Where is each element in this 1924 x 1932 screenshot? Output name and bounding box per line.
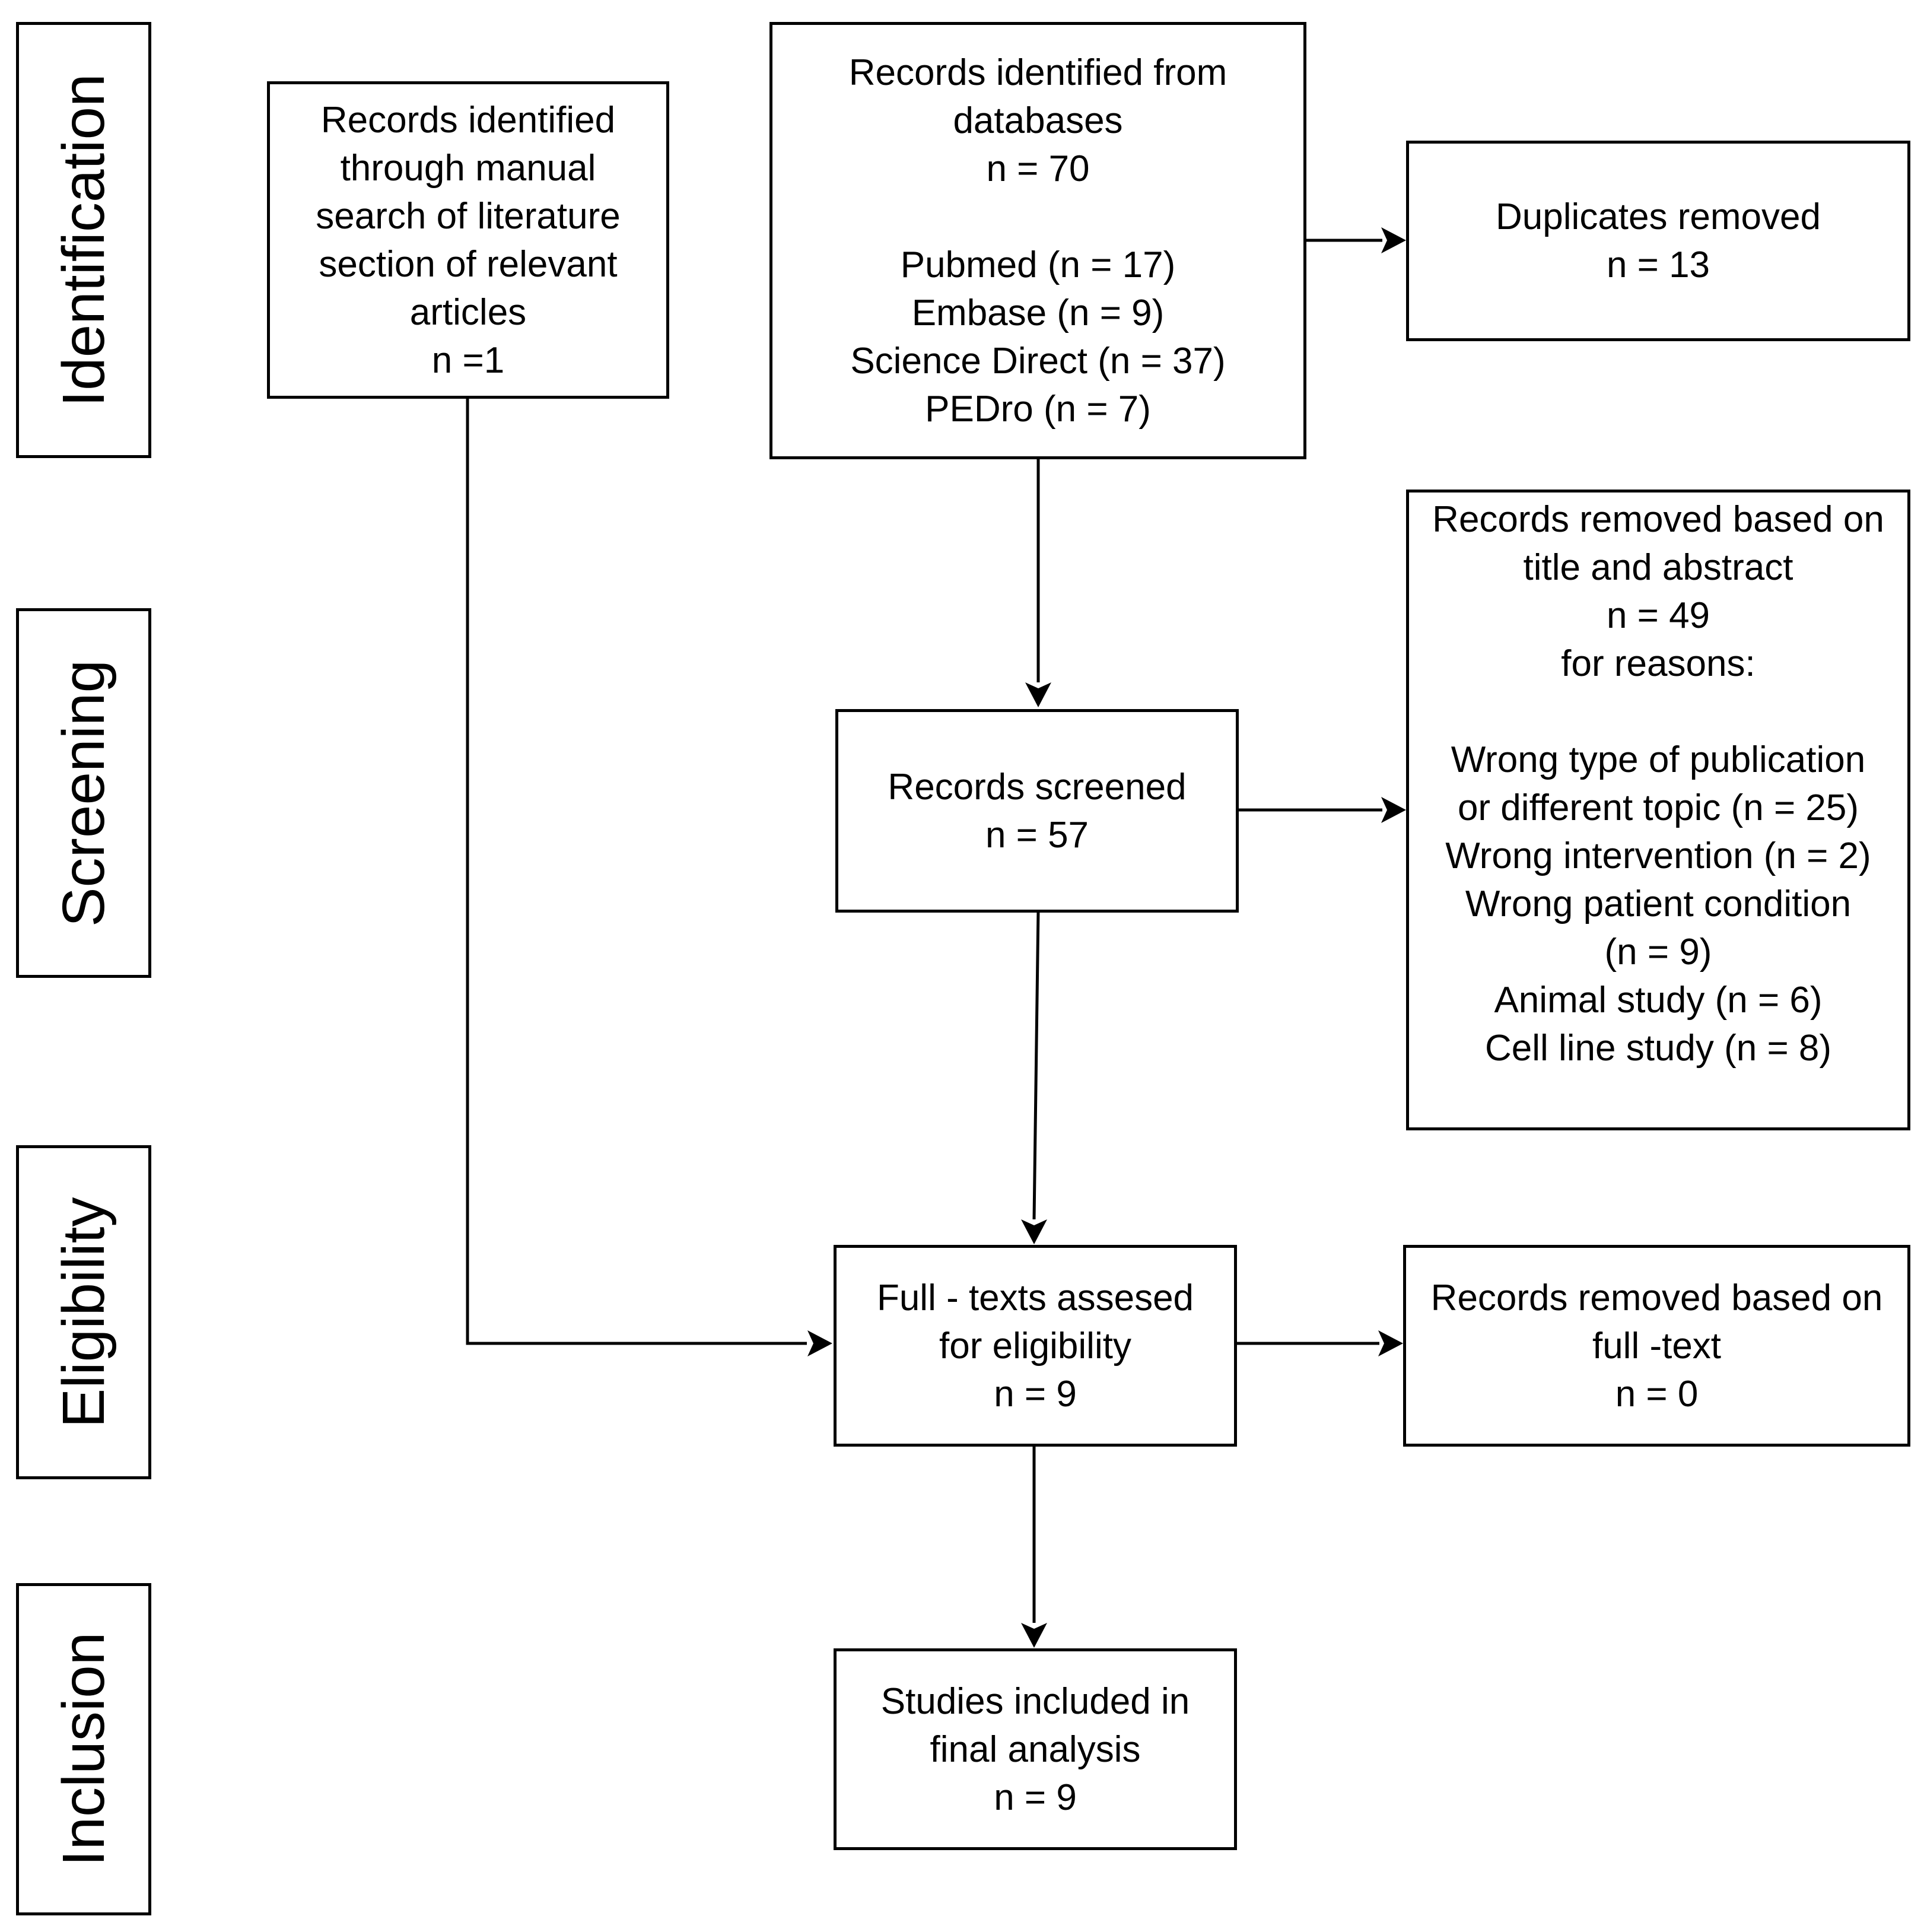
removed-title-abstract-box: Records removed based on title and abstr… — [1406, 490, 1910, 1130]
full-texts-line: Full - texts assesed — [876, 1277, 1194, 1318]
reason-line: Wrong patient condition — [1465, 884, 1852, 924]
stage-screening: Screening — [16, 608, 151, 978]
arrowhead-removed-full-text — [1378, 1330, 1403, 1356]
database-science-direct: Science Direct (n = 37) — [850, 340, 1226, 382]
databases-count: n = 70 — [986, 148, 1090, 189]
removed-title-abstract-line: title and abstract — [1523, 547, 1793, 588]
reason-line: Wrong type of publication — [1451, 739, 1866, 780]
arrowhead-removed-title-abstract — [1381, 797, 1406, 823]
reason-line: Wrong intervention (n = 2) — [1445, 835, 1871, 876]
database-pedro: PEDro (n = 7) — [925, 388, 1151, 430]
duplicates-box: Duplicates removed n = 13 — [1406, 141, 1910, 341]
databases-box: Records identified from databases n = 70… — [769, 22, 1306, 459]
included-line: Studies included in — [880, 1680, 1190, 1722]
reason-line: Animal study (n = 6) — [1494, 980, 1823, 1021]
reason-line: or different topic (n = 25) — [1457, 787, 1859, 828]
screened-box: Records screened n = 57 — [835, 709, 1239, 913]
removed-title-abstract-line: Records removed based on — [1432, 499, 1884, 540]
manual-search-line: articles — [409, 291, 527, 333]
stage-inclusion: Inclusion — [16, 1583, 151, 1915]
database-embase: Embase (n = 9) — [911, 292, 1165, 333]
manual-search-line: through manual — [340, 147, 596, 189]
duplicates-label: Duplicates removed — [1496, 196, 1821, 237]
arrowhead-duplicates — [1381, 227, 1406, 253]
databases-line: databases — [953, 100, 1123, 141]
full-texts-box: Full - texts assesed for eligibility n =… — [834, 1245, 1237, 1447]
included-line: final analysis — [930, 1728, 1141, 1770]
removed-full-text-line: full -text — [1592, 1325, 1722, 1367]
manual-search-box: Records identified through manual search… — [267, 81, 669, 399]
included-count: n = 9 — [994, 1777, 1077, 1818]
arrowhead-screened — [1025, 682, 1051, 707]
removed-full-text-box: Records removed based on full -text n = … — [1403, 1245, 1910, 1447]
full-texts-line: for eligibility — [939, 1325, 1131, 1367]
manual-search-line: Records identified — [320, 99, 616, 141]
manual-search-line: section of relevant — [319, 243, 618, 285]
arrowhead-included — [1021, 1623, 1047, 1648]
included-box: Studies included in final analysis n = 9 — [834, 1648, 1237, 1850]
stage-identification: Identification — [16, 22, 151, 458]
screened-count: n = 57 — [985, 814, 1089, 856]
removed-title-abstract-line: for reasons: — [1561, 643, 1756, 684]
stage-eligibility: Eligibility — [16, 1145, 151, 1479]
removed-full-text-line: Records removed based on — [1430, 1277, 1883, 1318]
duplicates-count: n = 13 — [1606, 244, 1710, 285]
full-texts-count: n = 9 — [994, 1373, 1077, 1415]
arrow-manual-to-full-texts — [466, 398, 807, 1345]
removed-full-text-count: n = 0 — [1615, 1373, 1699, 1415]
manual-search-line: search of literature — [316, 195, 621, 237]
arrowhead-full-texts — [1021, 1219, 1047, 1244]
reason-line: (n = 9) — [1604, 932, 1712, 973]
screened-label: Records screened — [888, 766, 1187, 808]
arrow-to-full-texts — [1032, 910, 1040, 1220]
manual-search-count: n =1 — [431, 339, 505, 381]
removed-title-abstract-count: n = 49 — [1606, 595, 1710, 636]
reason-line: Cell line study (n = 8) — [1484, 1028, 1832, 1069]
database-pubmed: Pubmed (n = 17) — [900, 244, 1176, 285]
databases-line: Records identified from — [848, 52, 1227, 93]
arrowhead-manual-to-full-texts — [807, 1330, 832, 1356]
